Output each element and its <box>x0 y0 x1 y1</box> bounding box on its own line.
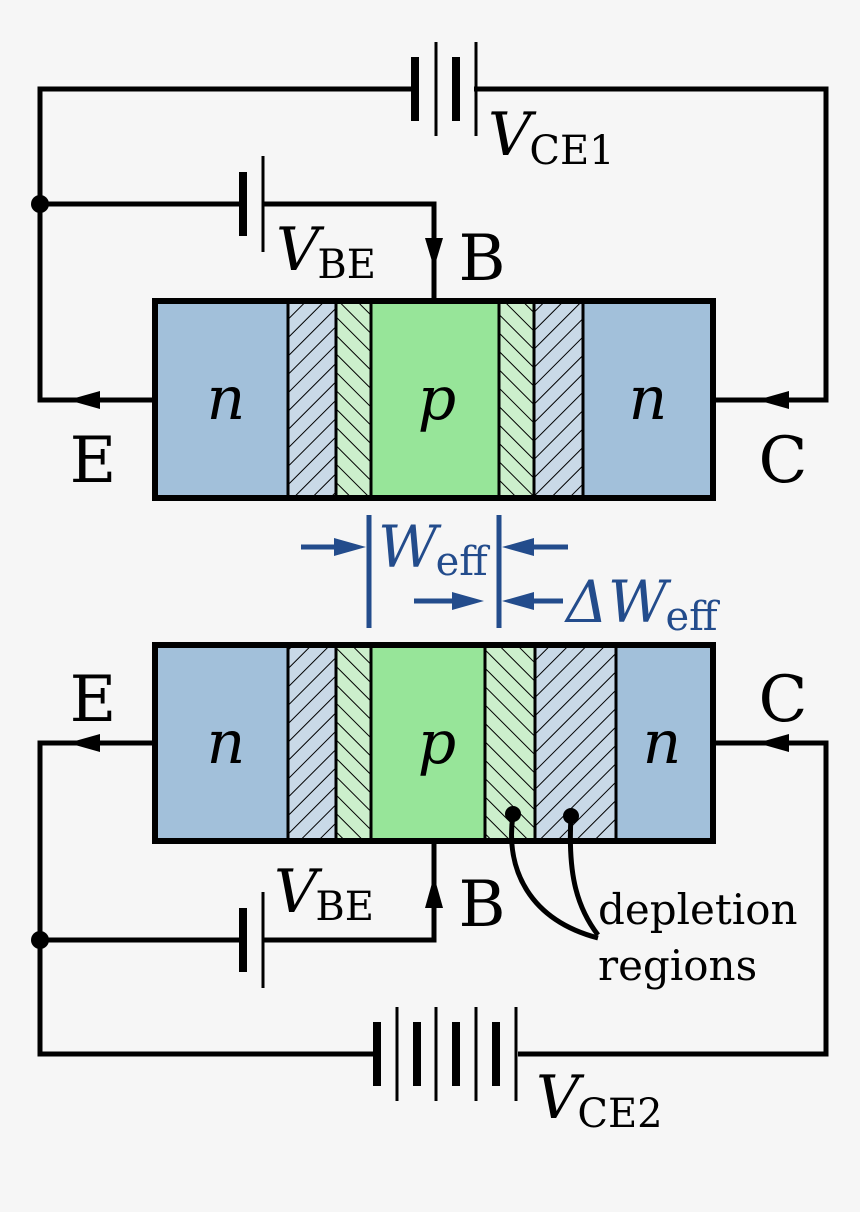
bottom-emitter-depletion-p <box>336 645 371 841</box>
bottom-vbe-label: VBE <box>274 857 374 930</box>
depletion-pointer-dot-p <box>505 806 521 822</box>
bottom-vbe-battery <box>239 892 265 988</box>
weff-label: Weff <box>378 513 490 585</box>
top-base-arrow <box>425 238 443 268</box>
top-vce-label: VCE1 <box>488 100 615 174</box>
bottom-emitter-depletion-n <box>288 645 336 841</box>
bottom-junction-dot <box>31 931 49 949</box>
top-collector-depletion-p <box>499 301 534 498</box>
bottom-vbe-wire-right <box>263 842 437 943</box>
depletion-label-line2: regions <box>598 941 757 990</box>
top-collector-depletion-n <box>534 301 583 498</box>
bottom-emitter-arrow <box>68 734 100 752</box>
bottom-p-label: p <box>418 708 456 778</box>
depletion-label-line1: depletion <box>598 885 798 934</box>
bottom-collector-label: C <box>759 663 808 737</box>
bottom-n-collector-region <box>616 645 713 841</box>
top-emitter-label: E <box>70 424 117 498</box>
top-vce-battery <box>411 42 478 136</box>
top-n-emitter-region <box>155 301 288 498</box>
top-p-base-region <box>371 301 499 498</box>
bottom-collector-depletion-n <box>535 645 616 841</box>
dweff-left-arrow <box>452 592 484 610</box>
dweff-label: ΔWeff <box>564 568 720 640</box>
bottom-emitter-label: E <box>70 663 117 737</box>
bottom-n-emitter-region <box>155 645 288 841</box>
bottom-p-base-region <box>371 645 485 841</box>
top-vbe-label: VBE <box>276 215 376 288</box>
bottom-vce-label: VCE2 <box>536 1063 663 1137</box>
dweff-right-arrow <box>502 592 534 610</box>
top-junction-dot <box>31 195 49 213</box>
top-vbe-battery <box>239 156 265 252</box>
top-transistor <box>152 298 716 501</box>
bottom-transistor <box>152 642 716 844</box>
bottom-right-n-label: n <box>643 708 682 778</box>
weff-left-arrow <box>334 538 366 556</box>
top-left-n-label: n <box>207 364 246 434</box>
top-p-label: p <box>418 364 456 434</box>
depletion-pointer-dot-n <box>563 808 579 824</box>
weff-right-arrow <box>502 538 534 556</box>
top-collector-arrow <box>757 391 789 409</box>
top-base-label: B <box>458 222 505 296</box>
bottom-vce-battery <box>373 1007 518 1101</box>
depletion-pointer-lines <box>509 814 600 941</box>
bottom-collector-arrow <box>757 734 789 752</box>
top-emitter-depletion-n <box>288 301 336 498</box>
top-n-collector-region <box>583 301 713 498</box>
bottom-left-n-label: n <box>207 708 246 778</box>
bottom-base-arrow <box>425 876 443 908</box>
top-transistor-outline <box>152 298 716 501</box>
top-emitter-arrow <box>68 391 100 409</box>
bottom-transistor-outline <box>152 642 716 844</box>
bottom-base-label: B <box>458 868 505 942</box>
top-emitter-depletion-p <box>336 301 371 498</box>
top-right-n-label: n <box>629 364 668 434</box>
top-collector-label: C <box>759 424 808 498</box>
